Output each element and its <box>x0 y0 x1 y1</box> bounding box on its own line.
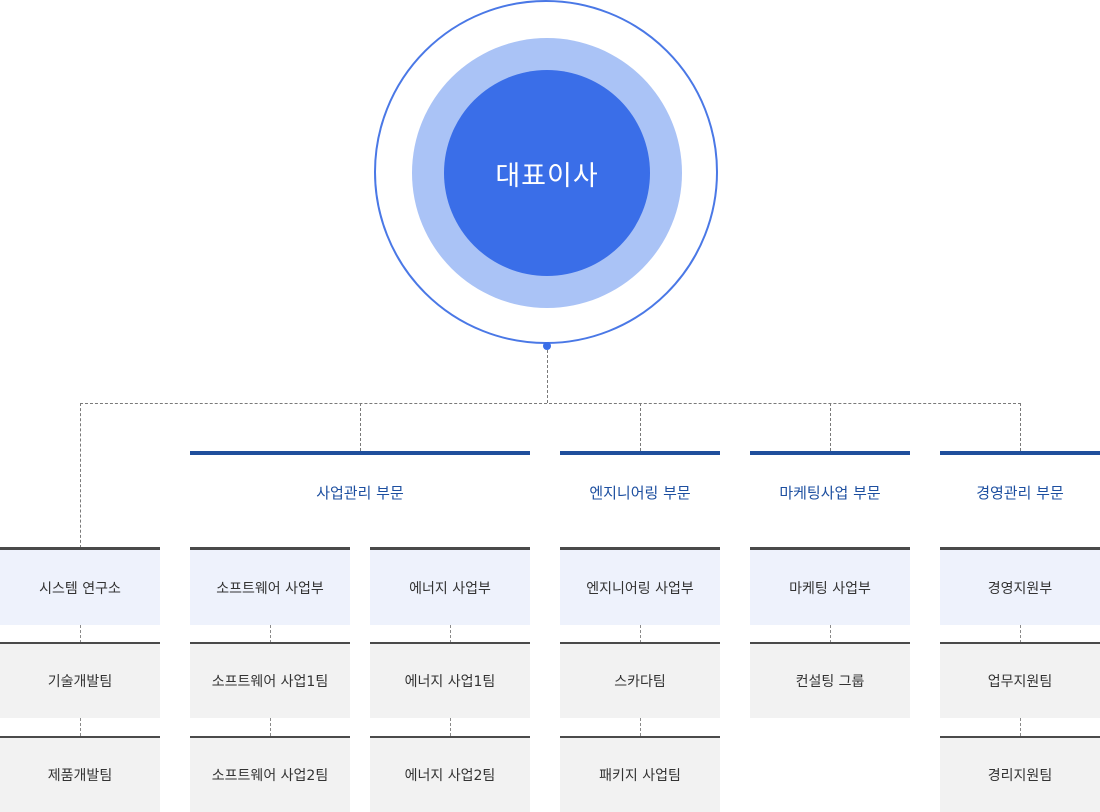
division-bar-management <box>940 451 1100 455</box>
dept-label: 경영지원부 <box>987 580 1053 597</box>
division-bar-business <box>190 451 530 455</box>
team-label: 스카다팀 <box>614 674 666 690</box>
team-label: 패키지 사업팀 <box>599 768 681 784</box>
team-label: 제품개발팀 <box>47 768 113 784</box>
division-bar-engineering <box>560 451 720 455</box>
ceo-label: 대표이사 <box>495 160 599 192</box>
dept-label: 마케팅 사업부 <box>789 580 871 597</box>
connector-division-3 <box>830 403 831 451</box>
team-team-connector <box>1020 718 1021 736</box>
connector-division-1 <box>360 403 361 451</box>
dept-box: 엔지니어링 사업부 <box>560 547 720 625</box>
division-title-business: 사업관리 부문 <box>316 484 404 502</box>
team-team-connector <box>270 718 271 736</box>
team-label: 컨설팅 그룹 <box>795 674 865 690</box>
team-box: 업무지원팀 <box>940 642 1100 718</box>
dept-team-connector <box>270 625 271 643</box>
dept-team-connector <box>450 625 451 643</box>
team-team-connector <box>80 718 81 736</box>
team-label: 경리지원팀 <box>987 768 1053 784</box>
team-label: 에너지 사업2팀 <box>404 768 496 784</box>
team-box: 스카다팀 <box>560 642 720 718</box>
team-box: 경리지원팀 <box>940 736 1100 812</box>
ceo-down-line <box>547 350 548 403</box>
connector-division-4 <box>1020 403 1021 451</box>
dept-box: 시스템 연구소 <box>0 547 160 625</box>
ceo-node: 대표이사 <box>444 70 650 276</box>
dept-label: 시스템 연구소 <box>39 580 121 597</box>
division-title-engineering: 엔지니어링 부문 <box>589 484 691 502</box>
team-box: 소프트웨어 사업1팀 <box>190 642 350 718</box>
division-title-marketing: 마케팅사업 부문 <box>779 484 881 502</box>
connector-research <box>80 403 81 548</box>
team-team-connector <box>640 718 641 736</box>
team-box: 제품개발팀 <box>0 736 160 812</box>
dept-box: 마케팅 사업부 <box>750 547 910 625</box>
dept-box: 에너지 사업부 <box>370 547 530 625</box>
dept-label: 엔지니어링 사업부 <box>586 580 694 597</box>
connector-division-2 <box>640 403 641 451</box>
dept-label: 소프트웨어 사업부 <box>216 580 324 597</box>
team-box: 컨설팅 그룹 <box>750 642 910 718</box>
team-box: 에너지 사업1팀 <box>370 642 530 718</box>
team-box: 패키지 사업팀 <box>560 736 720 812</box>
dept-team-connector <box>1020 625 1021 643</box>
team-label: 소프트웨어 사업2팀 <box>211 768 329 784</box>
dept-team-connector <box>640 625 641 643</box>
dept-team-connector <box>830 625 831 643</box>
ceo-connector-dot <box>543 342 551 350</box>
dept-box: 소프트웨어 사업부 <box>190 547 350 625</box>
team-label: 업무지원팀 <box>987 674 1053 690</box>
dept-team-connector <box>80 625 81 643</box>
team-label: 소프트웨어 사업1팀 <box>211 674 329 690</box>
team-box: 에너지 사업2팀 <box>370 736 530 812</box>
team-label: 기술개발팀 <box>47 674 113 690</box>
team-box: 소프트웨어 사업2팀 <box>190 736 350 812</box>
team-box: 기술개발팀 <box>0 642 160 718</box>
dept-label: 에너지 사업부 <box>409 580 491 597</box>
division-bus-line <box>80 403 1021 404</box>
team-label: 에너지 사업1팀 <box>404 674 496 690</box>
dept-box: 경영지원부 <box>940 547 1100 625</box>
division-title-management: 경영관리 부문 <box>976 484 1064 502</box>
division-bar-marketing <box>750 451 910 455</box>
team-team-connector <box>450 718 451 736</box>
